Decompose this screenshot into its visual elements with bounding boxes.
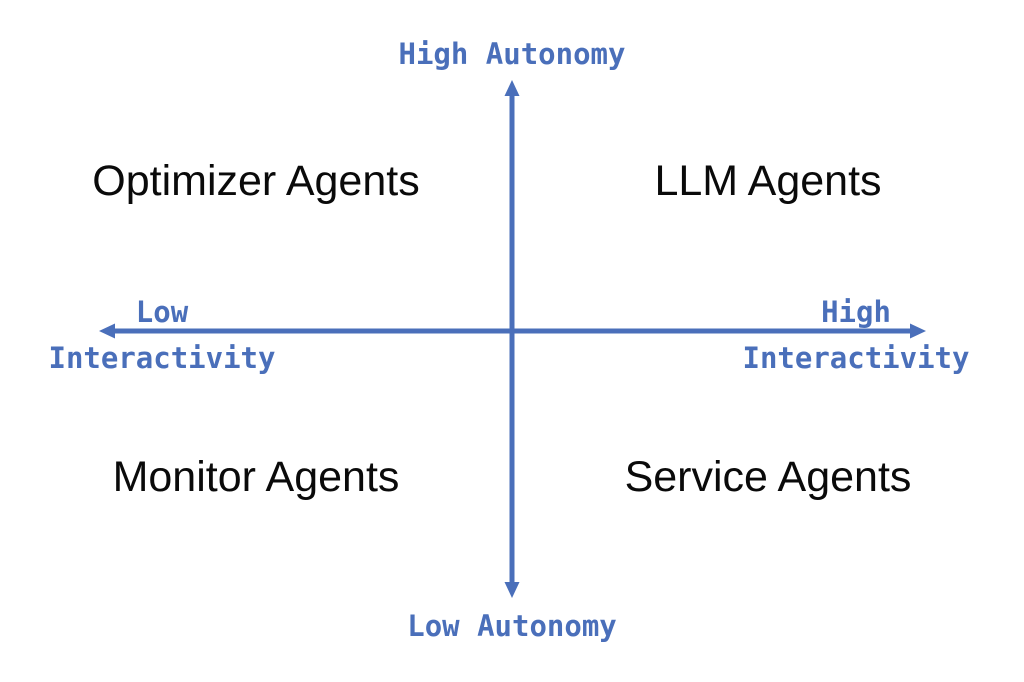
arrow-left-icon (99, 323, 115, 339)
arrow-down-icon (504, 582, 520, 598)
axis-label-high-autonomy: High Autonomy (398, 37, 626, 71)
quadrant-label-llm-agents: LLM Agents (654, 157, 882, 205)
axis-label-low-interactivity-line2: Interactivity (48, 341, 276, 376)
axis-label-low-interactivity: Low Interactivity (44, 297, 280, 374)
axis-label-high-interactivity-line1: High (821, 295, 891, 329)
axis-label-high-interactivity-line2: Interactivity (742, 341, 970, 376)
arrow-up-icon (504, 80, 520, 96)
axis-label-low-autonomy: Low Autonomy (407, 609, 617, 643)
quadrant-label-service-agents: Service Agents (624, 453, 912, 501)
arrow-right-icon (910, 323, 926, 339)
quadrant-label-monitor-agents: Monitor Agents (112, 453, 400, 501)
quadrant-label-optimizer-agents: Optimizer Agents (92, 157, 420, 205)
axis-label-low-interactivity-line1: Low (135, 295, 189, 329)
axis-label-high-interactivity: High Interactivity (737, 297, 975, 374)
